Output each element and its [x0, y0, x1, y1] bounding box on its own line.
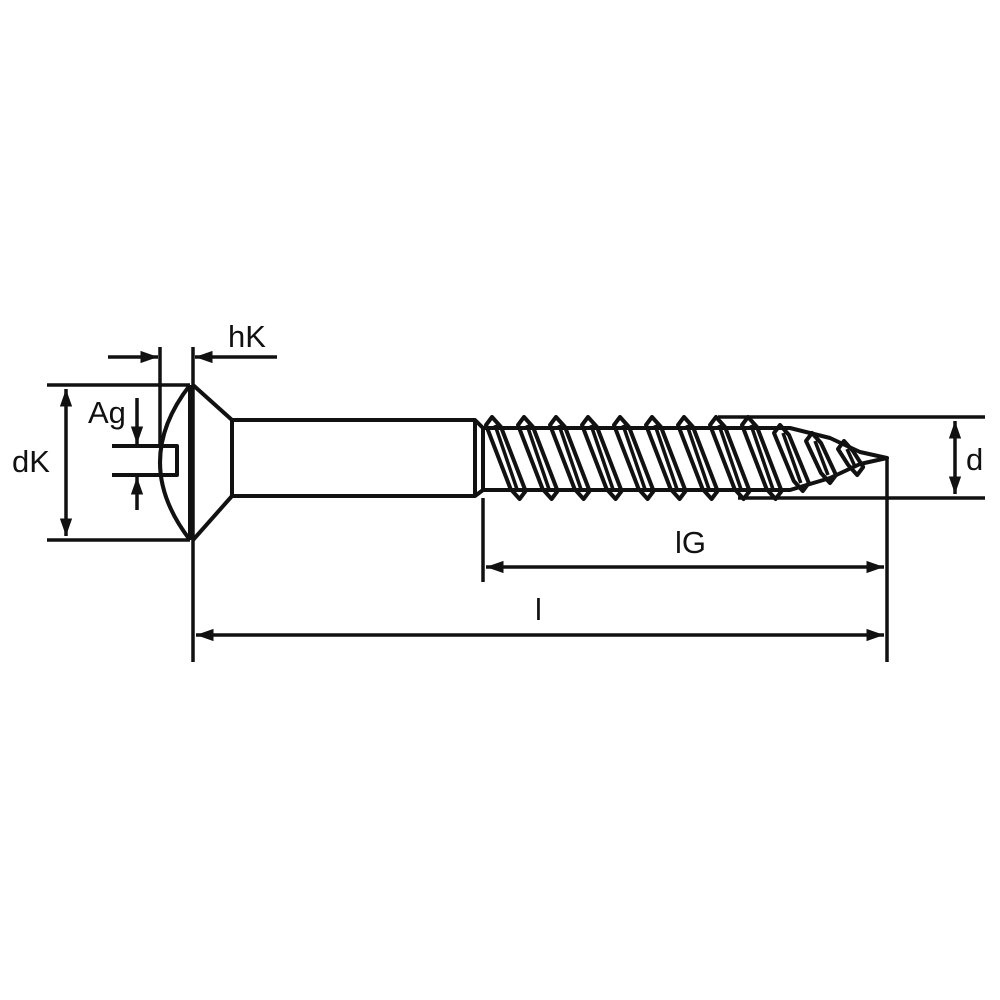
- thread-edge: [653, 424, 680, 492]
- dimension-dk: dK: [12, 383, 190, 542]
- thread-crest: [580, 415, 624, 501]
- thread-crest: [516, 415, 560, 501]
- thread-edge: [525, 424, 552, 492]
- thread-edge: [493, 424, 520, 492]
- thread-crest: [484, 415, 528, 501]
- thread-crest: [548, 415, 592, 501]
- screw-head: [112, 383, 234, 542]
- slot: [112, 444, 179, 477]
- thread-crest: [804, 431, 838, 485]
- thread-edge: [781, 432, 803, 484]
- thread-crest: [772, 423, 811, 493]
- thread-crest: [708, 415, 752, 501]
- thread-crest: [612, 415, 656, 501]
- dimension-d: d: [718, 415, 985, 500]
- screw-thread: [483, 415, 889, 501]
- thread-edge: [557, 424, 584, 492]
- dimension-ag: Ag: [88, 395, 144, 510]
- label-dk: dK: [12, 444, 50, 479]
- screw-shank: [232, 418, 485, 498]
- thread-edge: [717, 424, 744, 492]
- thread-edge: [685, 424, 712, 492]
- thread-crest: [676, 415, 720, 501]
- label-hk: hK: [228, 319, 266, 354]
- thread-edge: [845, 448, 857, 468]
- thread-crest: [644, 415, 688, 501]
- label-l: l: [535, 592, 542, 627]
- thread-edge: [621, 424, 648, 492]
- thread-edge: [749, 424, 776, 492]
- label-lg: lG: [675, 525, 706, 560]
- dimension-lg: lG: [481, 458, 889, 662]
- dimension-hk: hK: [108, 319, 277, 662]
- thread-edge: [813, 440, 830, 476]
- dimension-l: l: [196, 592, 884, 642]
- label-d: d: [966, 442, 983, 477]
- label-ag: Ag: [88, 395, 126, 430]
- thread-edge: [589, 424, 616, 492]
- thread-crest: [836, 439, 866, 477]
